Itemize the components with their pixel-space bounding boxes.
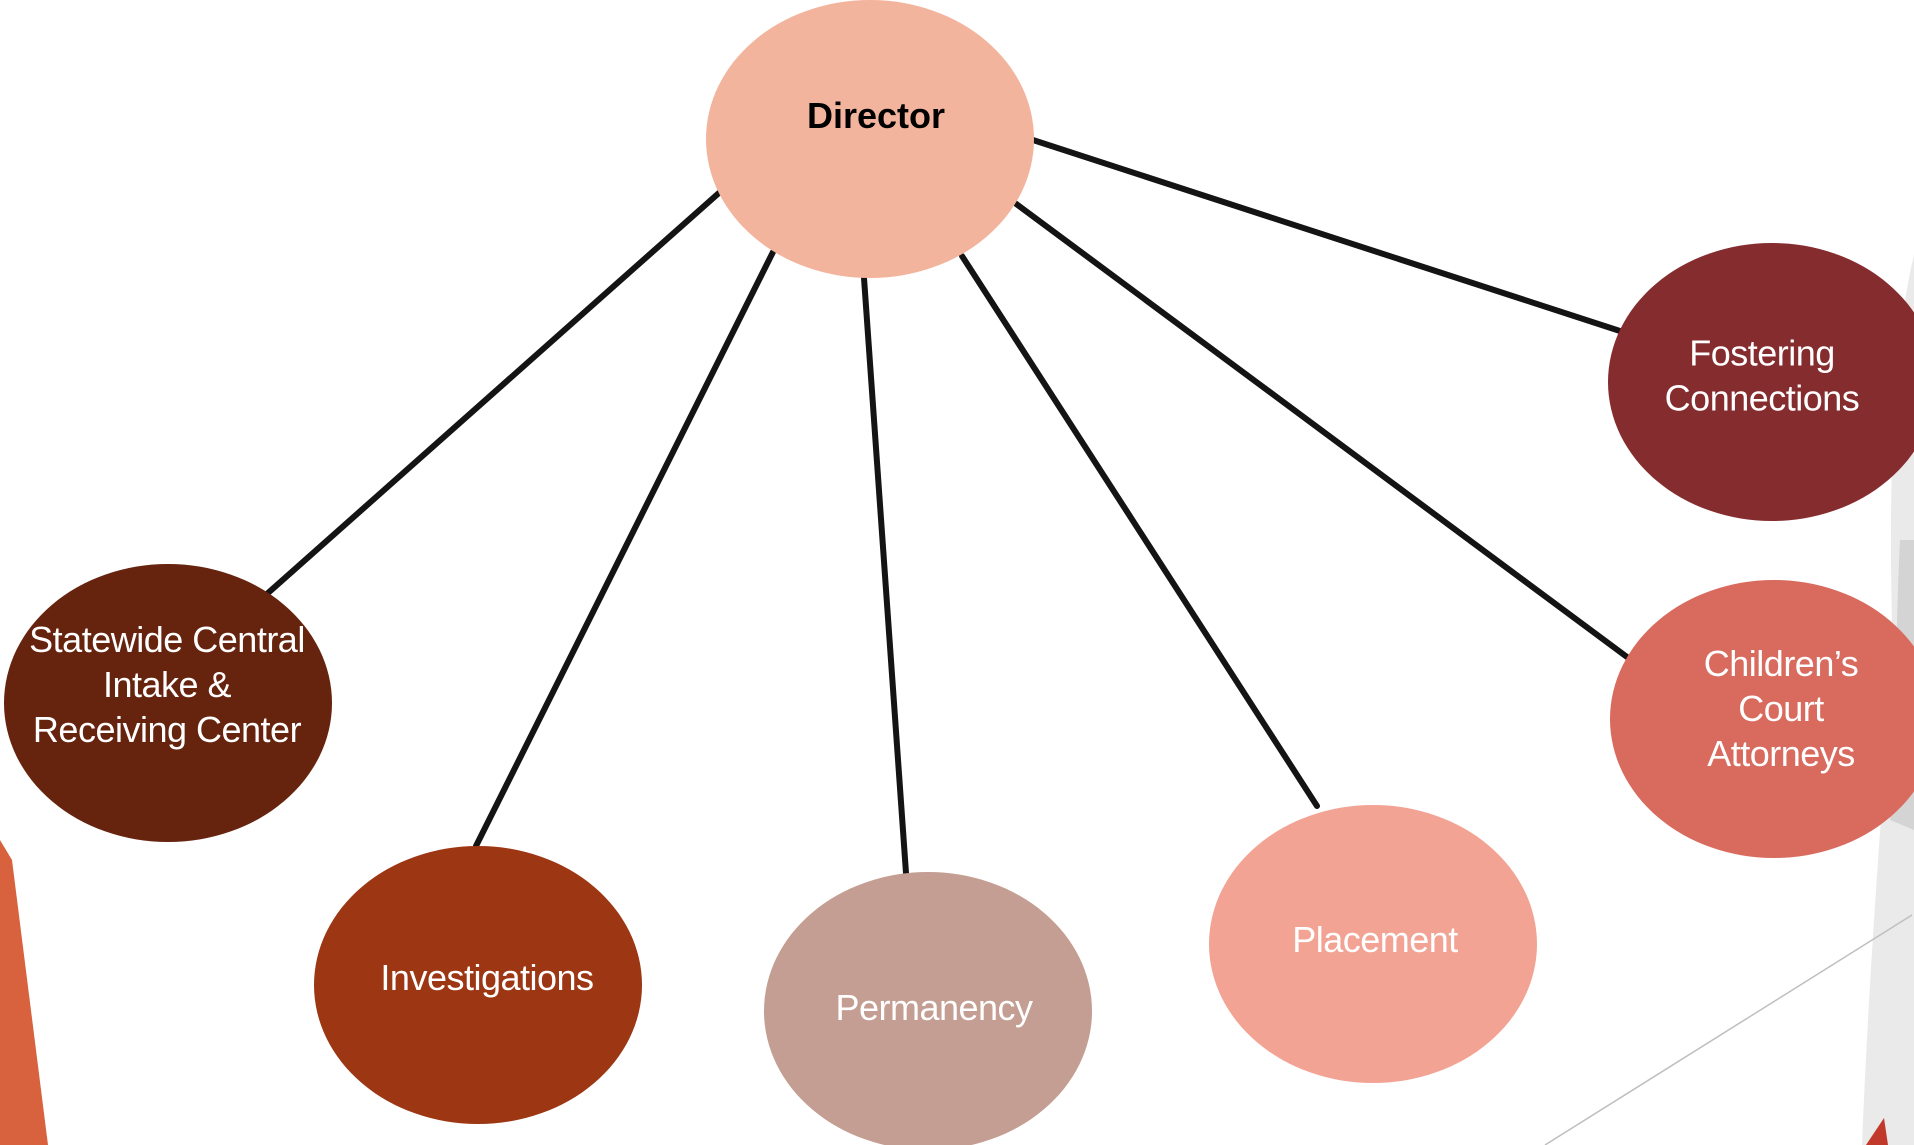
label-line: Children’s bbox=[1704, 643, 1858, 684]
label-line: Receiving Center bbox=[33, 709, 302, 750]
label-line: Statewide Central bbox=[29, 619, 305, 660]
node-placement: Placement bbox=[1209, 805, 1537, 1083]
connector-childrens-court-attorneys bbox=[1012, 200, 1630, 660]
label-line: Intake & bbox=[103, 664, 232, 705]
label-line: Connections bbox=[1665, 377, 1860, 418]
connector-placement bbox=[959, 253, 1320, 809]
label-line: Placement bbox=[1292, 919, 1458, 960]
director-label: Director bbox=[807, 95, 945, 136]
node-director: Director bbox=[706, 0, 1034, 278]
permanency-ellipse bbox=[764, 872, 1092, 1145]
connector-intake bbox=[265, 189, 723, 596]
accent-triangle-left bbox=[0, 840, 48, 1145]
label-line: Permanency bbox=[835, 987, 1033, 1028]
accent-corner-bottom-right bbox=[1866, 1118, 1888, 1145]
placement-label: Placement bbox=[1292, 919, 1458, 960]
label-line: Investigations bbox=[380, 957, 593, 998]
intake-ellipse bbox=[4, 564, 332, 842]
director-ellipse bbox=[706, 0, 1034, 278]
node-permanency: Permanency bbox=[764, 872, 1092, 1145]
label-line: Fostering bbox=[1689, 332, 1835, 373]
fostering-connections-ellipse bbox=[1608, 243, 1914, 521]
investigations-ellipse bbox=[314, 846, 642, 1124]
connector-fostering-connections bbox=[1030, 137, 1623, 334]
connector-permanency bbox=[861, 275, 909, 876]
label-line: Director bbox=[807, 95, 945, 136]
node-investigations: Investigations bbox=[314, 846, 642, 1124]
permanency-label: Permanency bbox=[835, 987, 1033, 1028]
childrens-court-attorneys-ellipse bbox=[1610, 580, 1914, 858]
placement-ellipse bbox=[1209, 805, 1537, 1083]
connector-investigations bbox=[473, 249, 776, 849]
connectors bbox=[265, 137, 1630, 876]
thin-decor-line bbox=[1544, 914, 1913, 1145]
label-line: Court bbox=[1738, 688, 1824, 729]
investigations-label: Investigations bbox=[380, 957, 593, 998]
label-line: Attorneys bbox=[1707, 733, 1855, 774]
